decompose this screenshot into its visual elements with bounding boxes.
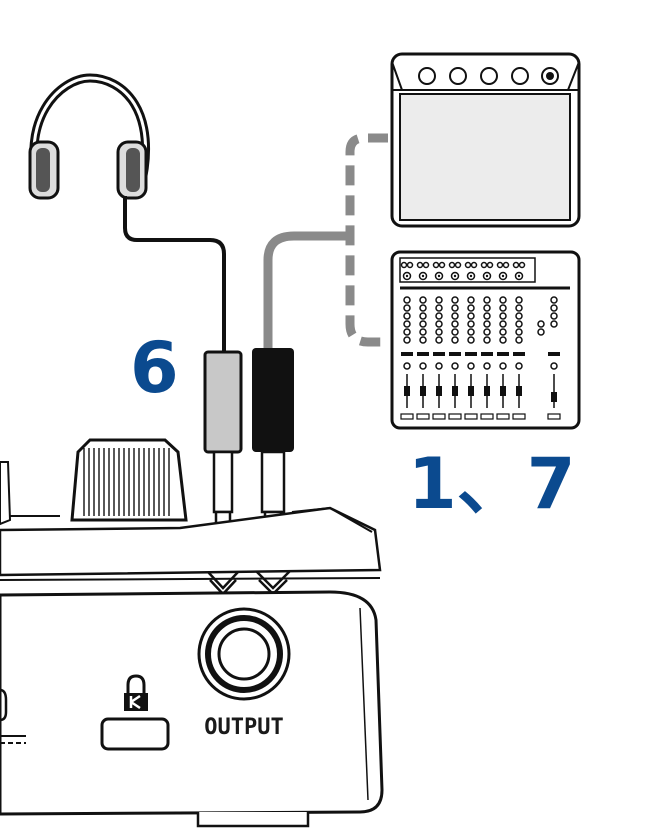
headphone-cable (123, 196, 226, 354)
output-label: OUTPUT (204, 715, 283, 740)
left-connector (0, 688, 26, 744)
line-cable (263, 231, 352, 352)
step-number-headphones: 6 (130, 327, 179, 409)
kensington-lock-icon (124, 674, 148, 711)
amp-route-dashed (345, 133, 388, 347)
step-number-amp-mixer: 1、7 (408, 443, 575, 525)
guitar-amplifier-icon (390, 52, 581, 228)
knob-icon (70, 438, 188, 522)
mixer-icon (390, 250, 581, 430)
device-body (0, 438, 384, 828)
output-jack[interactable] (197, 607, 291, 701)
security-slot[interactable] (100, 717, 170, 751)
headphones-icon (28, 73, 150, 200)
